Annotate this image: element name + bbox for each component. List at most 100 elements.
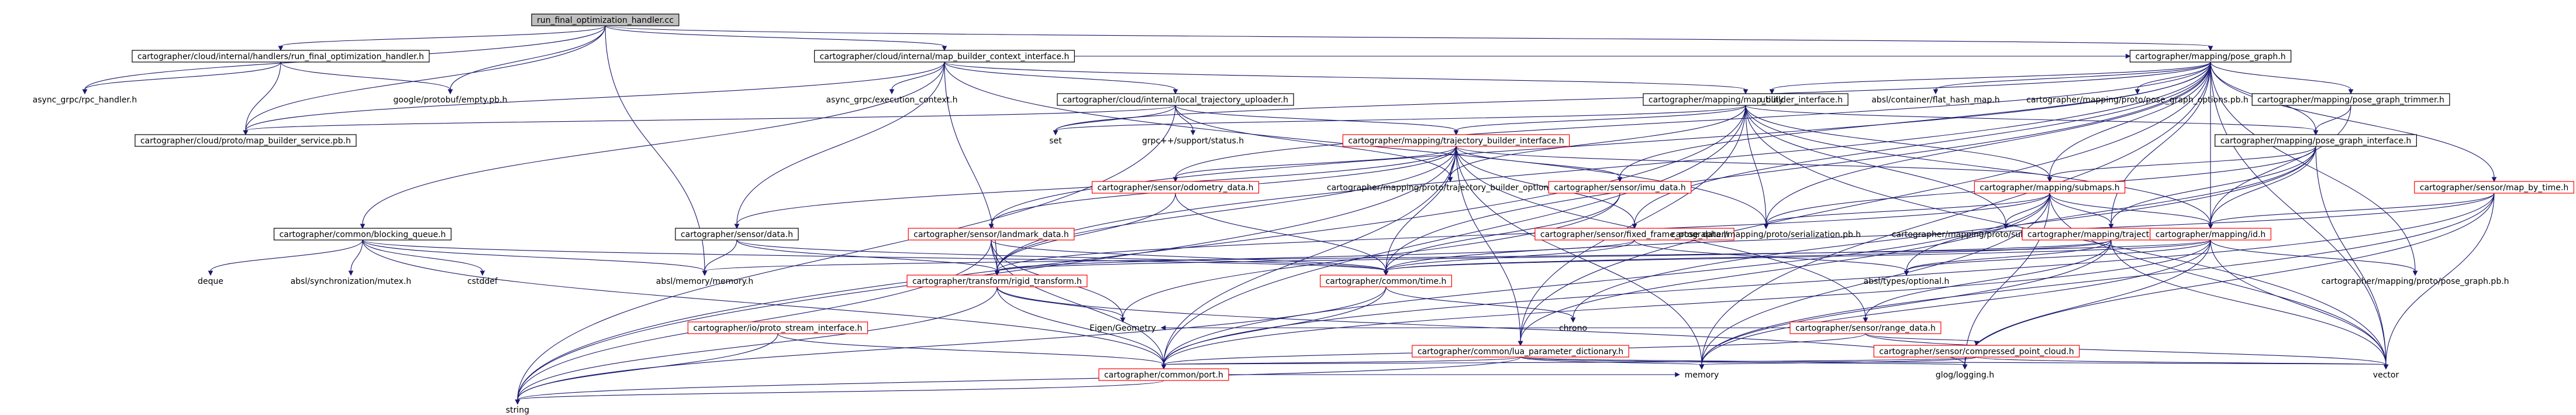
node-absl-optional[interactable]: absl/types/optional.h: [1858, 275, 1955, 287]
node-rigid-transform[interactable]: cartographer/transform/rigid_transform.h: [906, 275, 1088, 287]
arrowhead: [889, 89, 895, 95]
arrowhead: [447, 89, 453, 95]
node-label: async_grpc/execution_context.h: [826, 95, 958, 105]
edge-pose-graph-h-to-pg-options: [2137, 61, 2211, 90]
edge-pose-graph-h-to-serialization: [1765, 61, 2211, 225]
node-local-uploader[interactable]: cartographer/cloud/internal/local_trajec…: [1057, 93, 1294, 106]
node-box: [1342, 134, 1570, 147]
edge-common-time-to-common-port: [1163, 286, 1387, 365]
arrowhead: [2134, 89, 2140, 95]
node-chrono[interactable]: chrono: [1554, 322, 1592, 334]
node-async-rpc[interactable]: async_grpc/rpc_handler.h: [27, 94, 143, 105]
node-rpc-handler-h[interactable]: cartographer/cloud/internal/handlers/run…: [132, 50, 430, 63]
edge-traj-builder-iface-to-fixed-frame: [1456, 146, 1635, 225]
node-root[interactable]: run_final_optimization_handler.cc: [531, 13, 680, 26]
edge-traj-builder-iface-to-rigid-transform: [996, 146, 1457, 272]
node-box: [906, 275, 1088, 287]
edge-pose-graph-h-to-common-time: [1385, 61, 2211, 272]
edge-trajectory-node-to-memory: [1701, 239, 2112, 365]
edge-map-builder-iface-to-common-port: [1163, 105, 1746, 365]
node-landmark-data[interactable]: cartographer/sensor/landmark_data.h: [908, 228, 1075, 241]
node-blocking-queue[interactable]: cartographer/common/blocking_queue.h: [273, 228, 452, 241]
node-lua-dict[interactable]: cartographer/common/lua_parameter_dictio…: [1412, 345, 1629, 358]
edge-trajectory-node-to-common-time: [1385, 239, 2112, 272]
node-flat-hash-map[interactable]: absl/container/flat_hash_map.h: [1866, 94, 2005, 105]
node-id-h[interactable]: cartographer/mapping/id.h: [2150, 228, 2271, 241]
node-pg-options[interactable]: cartographer/mapping/proto/pose_graph_op…: [2021, 94, 2254, 105]
node-pg-trimmer[interactable]: cartographer/mapping/pose_graph_trimmer.…: [2251, 93, 2450, 106]
edge-blocking-queue-to-absl-mutex: [350, 239, 363, 272]
node-absl-mutex[interactable]: absl/synchronization/mutex.h: [285, 275, 417, 287]
node-common-time[interactable]: cartographer/common/time.h: [1319, 275, 1453, 287]
node-box: [2129, 50, 2292, 63]
edge-proto-stream-to-string: [517, 333, 778, 400]
node-absl-memory[interactable]: absl/memory/memory.h: [651, 275, 758, 287]
edge-rpc-handler-h-to-async-rpc: [84, 61, 281, 90]
node-common-port[interactable]: cartographer/common/port.h: [1098, 368, 1229, 381]
node-mb-service[interactable]: cartographer/cloud/proto/map_builder_ser…: [135, 134, 357, 147]
node-label: cartographer/mapping/proto/pose_graph.pb…: [2321, 277, 2509, 286]
node-vector[interactable]: vector: [2368, 369, 2404, 380]
edge-id-h-to-vector: [2210, 239, 2387, 365]
node-imu-data[interactable]: cartographer/sensor/imu_data.h: [1548, 181, 1692, 194]
edge-root-to-absl-memory: [605, 25, 705, 272]
node-traj-builder-opts[interactable]: cartographer/mapping/proto/trajectory_bu…: [1322, 181, 1579, 193]
node-grpcpp[interactable]: grpc++/support/status.h: [1137, 135, 1249, 146]
edge-map-builder-iface-to-submap-vis: [1745, 105, 2006, 225]
node-label: glog/logging.h: [1936, 371, 1994, 380]
node-odom-data[interactable]: cartographer/sensor/odometry_data.h: [1091, 181, 1260, 194]
edge-map-by-time-to-memory: [1701, 193, 2495, 365]
node-cstddef[interactable]: cstddef: [462, 275, 503, 287]
node-label: cartographer/transform/rigid_transform.h: [912, 277, 1082, 286]
node-label: cartographer/common/blocking_queue.h: [280, 230, 446, 239]
node-string[interactable]: string: [501, 404, 534, 415]
node-box: [908, 228, 1075, 241]
node-protobuf-empty[interactable]: google/protobuf/empty.pb.h: [388, 94, 513, 105]
node-sensor-data[interactable]: cartographer/sensor/data.h: [675, 228, 799, 241]
edge-pg-trimmer-to-id-h: [2210, 105, 2351, 225]
node-async-exec[interactable]: async_grpc/execution_context.h: [821, 94, 963, 105]
node-eigen[interactable]: Eigen/Geometry: [1084, 322, 1161, 334]
node-proto-stream[interactable]: cartographer/io/proto_stream_interface.h: [687, 321, 868, 334]
node-compressed-pc[interactable]: cartographer/sensor/compressed_point_clo…: [1873, 345, 2080, 358]
edge-common-port-to-string: [517, 380, 1164, 400]
arrowhead: [1933, 89, 1939, 95]
node-fixed-frame[interactable]: cartographer/sensor/fixed_frame_pose_dat…: [1534, 228, 1734, 241]
node-label: cartographer/cloud/proto/map_builder_ser…: [140, 136, 351, 146]
node-pg-iface[interactable]: cartographer/mapping/pose_graph_interfac…: [2215, 134, 2417, 147]
node-box: [814, 50, 1075, 63]
node-traj-builder-iface[interactable]: cartographer/mapping/trajectory_builder_…: [1342, 134, 1570, 147]
edge-pose-graph-h-to-set: [1055, 61, 2211, 131]
edge-submaps-to-submap-vis: [2005, 193, 2050, 225]
edge-submaps-to-trajectory-node: [2049, 193, 2112, 225]
node-set[interactable]: set: [1044, 135, 1067, 146]
arrowhead: [1699, 364, 1705, 370]
edge-common-time-to-string: [517, 286, 1387, 400]
edge-pose-graph-h-to-imu-data: [1619, 61, 2211, 178]
node-mb-ctx[interactable]: cartographer/cloud/internal/map_builder_…: [814, 50, 1075, 63]
edge-id-h-to-pose-graph-pb: [2210, 239, 2416, 272]
arrowhead: [1863, 317, 1868, 323]
arrowhead: [942, 46, 947, 52]
node-deque[interactable]: deque: [192, 275, 229, 287]
node-memory[interactable]: memory: [1680, 369, 1725, 380]
edge-landmark-data-to-string: [517, 239, 992, 400]
node-submaps[interactable]: cartographer/mapping/submaps.h: [1974, 181, 2126, 194]
edge-pg-trimmer-to-pg-iface: [2315, 105, 2351, 131]
node-range-data[interactable]: cartographer/sensor/range_data.h: [1789, 321, 1942, 334]
edge-id-h-to-common-port: [1163, 239, 2211, 365]
node-label: cartographer/mapping/trajectory_builder_…: [1348, 136, 1564, 146]
node-map-by-time[interactable]: cartographer/sensor/map_by_time.h: [2414, 181, 2574, 194]
node-serialization[interactable]: cartographer/mapping/proto/serialization…: [1666, 228, 1866, 240]
node-pose-graph-pb[interactable]: cartographer/mapping/proto/pose_graph.pb…: [2316, 275, 2514, 287]
edge-map-builder-iface-to-serialization: [1745, 105, 1767, 225]
edge-landmark-data-to-common-port: [991, 239, 1164, 365]
node-utility[interactable]: utility: [1755, 94, 1789, 105]
node-pose-graph-h[interactable]: cartographer/mapping/pose_graph.h: [2129, 50, 2292, 63]
arrowhead: [1962, 364, 1968, 370]
edge-submaps-to-id-h: [2049, 193, 2211, 225]
arrowhead: [2047, 177, 2053, 183]
node-label: deque: [198, 277, 223, 286]
node-glog[interactable]: glog/logging.h: [1930, 369, 1999, 380]
node-map-builder-iface[interactable]: cartographer/mapping/map_builder_interfa…: [1643, 93, 1849, 106]
